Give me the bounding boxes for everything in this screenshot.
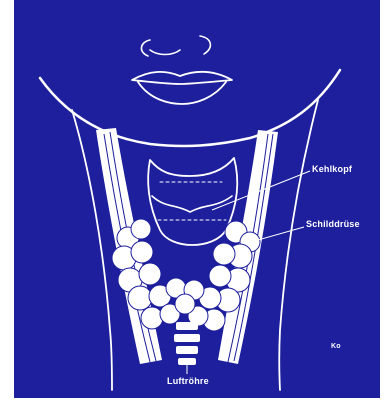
label-schilddruese: Schilddrüse [306,219,360,229]
artist-signature: Ko [331,343,341,350]
neck-anatomy-illustration [14,0,380,398]
label-kehlkopf: Kehlkopf [312,164,352,174]
label-luftroehre: Luftröhre [167,376,209,386]
